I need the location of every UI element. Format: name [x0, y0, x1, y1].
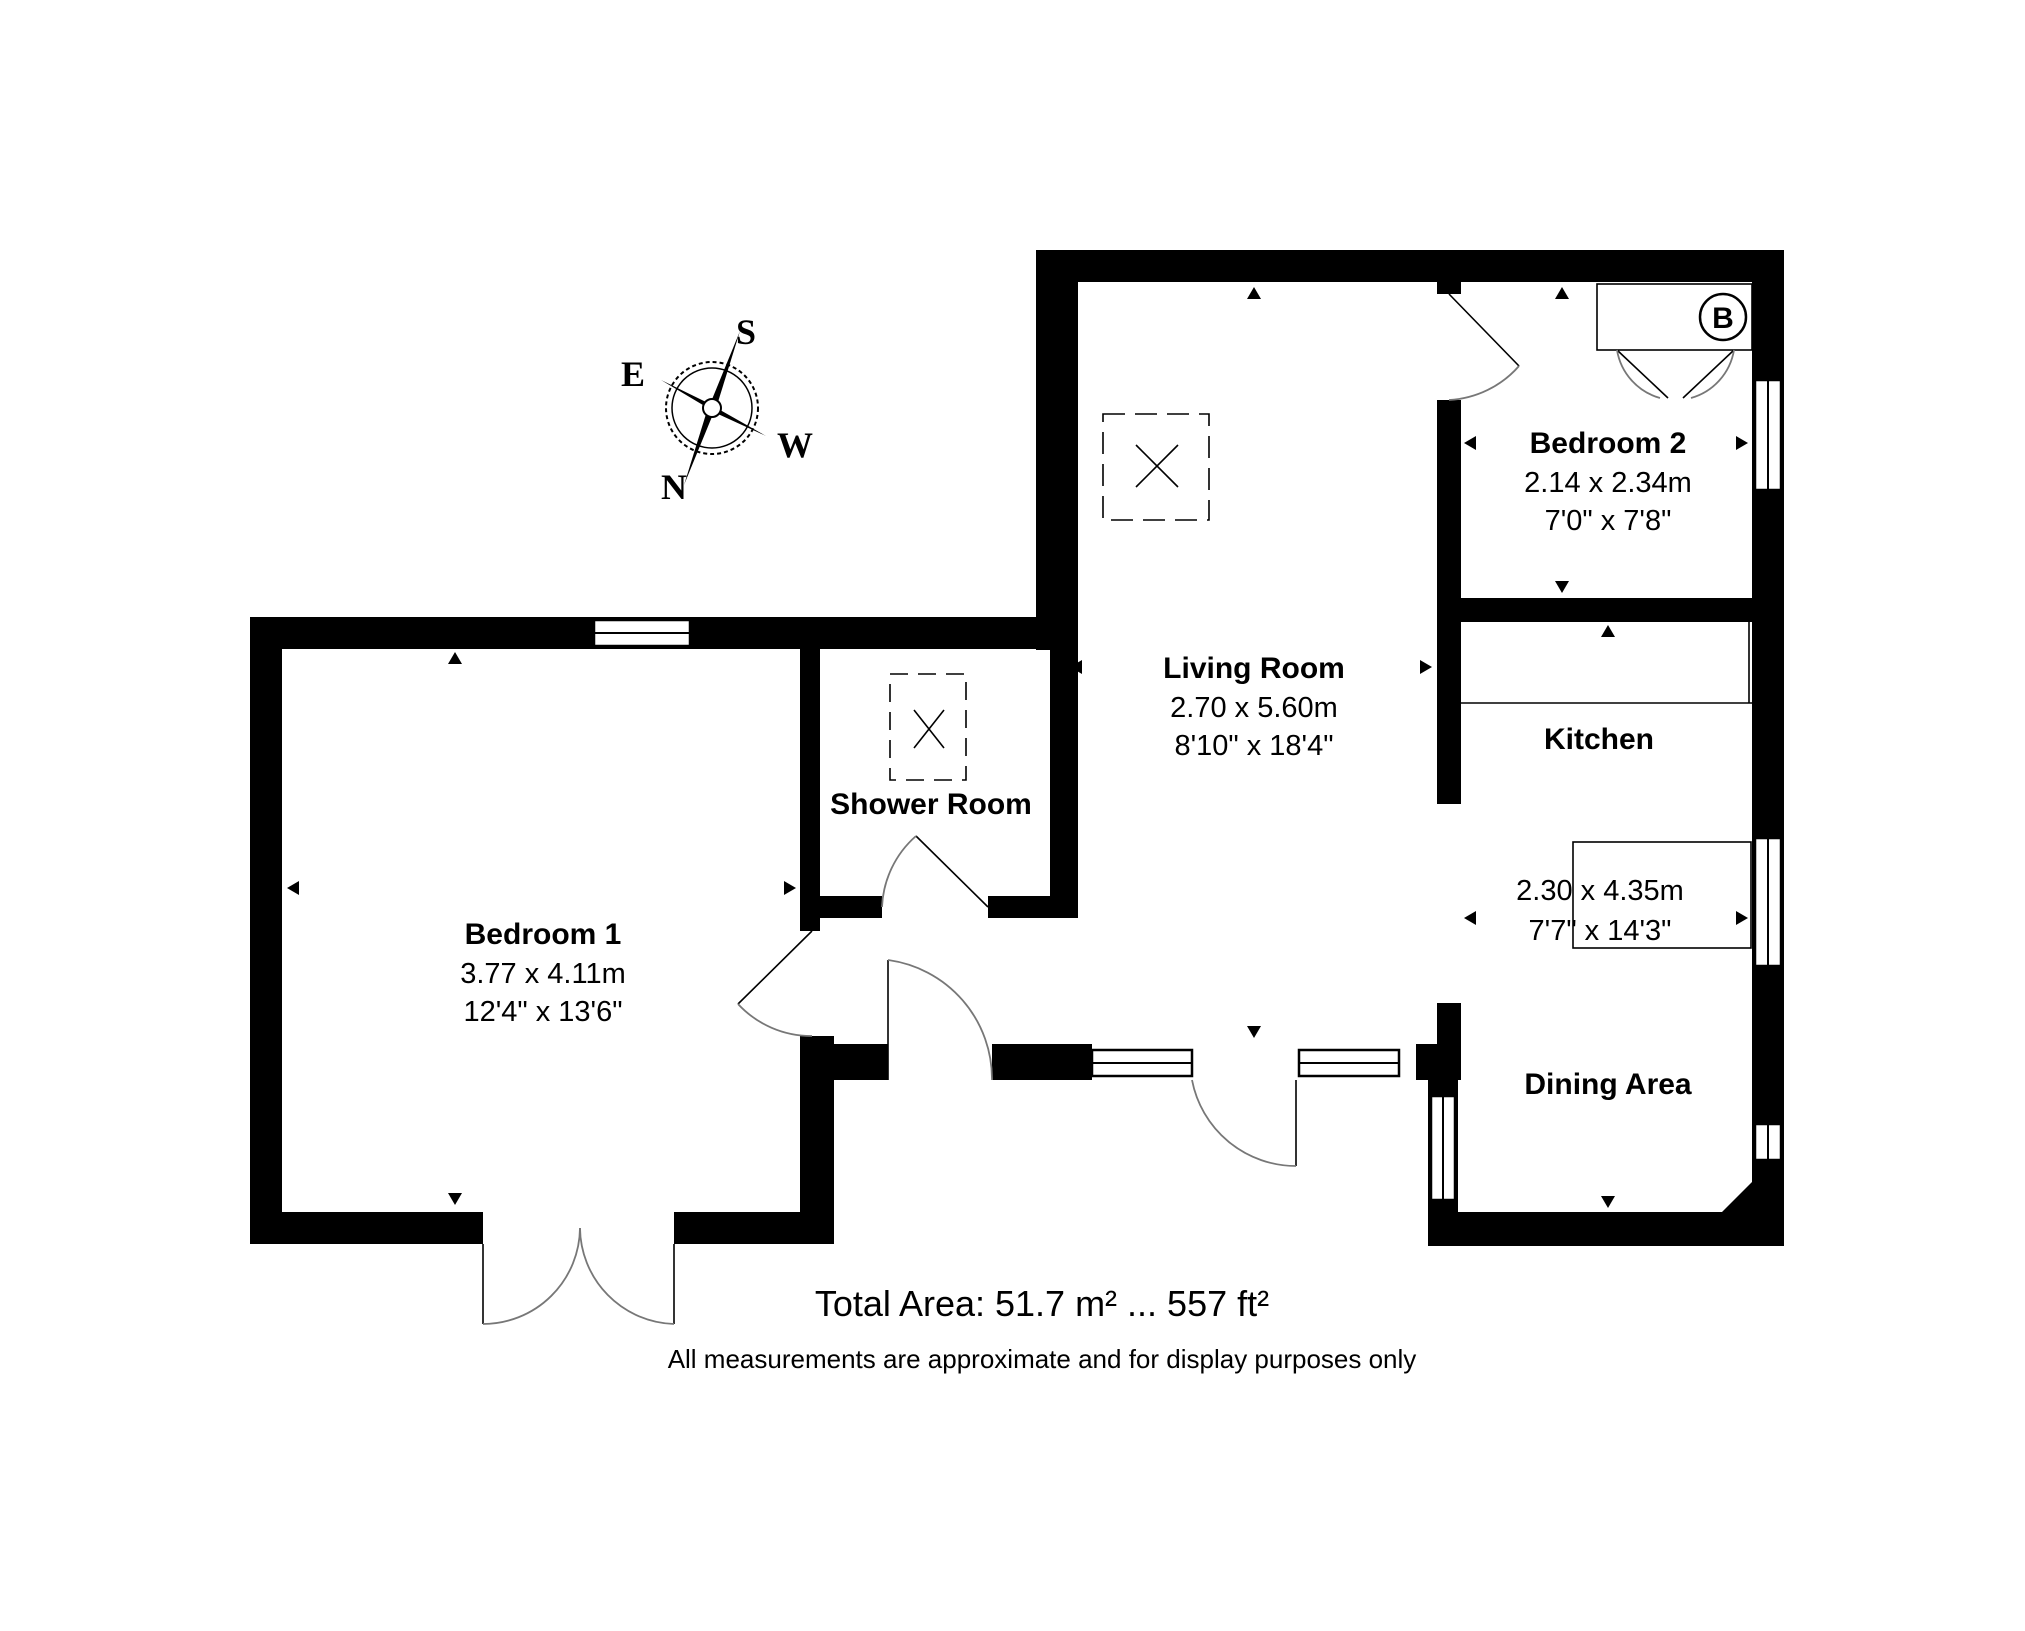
living-room-metric: 2.70 x 5.60m [1170, 692, 1338, 724]
compass-rose: S E W N [621, 312, 813, 507]
room-living: Living Room 2.70 x 5.60m 8'10" x 18'4" [1163, 652, 1345, 762]
boiler-icon [1698, 292, 1748, 342]
boiler-label: B [1712, 302, 1734, 335]
compass-north-label: N [661, 467, 687, 507]
bedroom-1-metric: 3.77 x 4.11m [460, 958, 626, 990]
kitchen-metric: 2.30 x 4.35m [1516, 875, 1684, 907]
room-bedroom-2: Bedroom 2 2.14 x 2.34m 7'0" x 7'8" [1524, 427, 1692, 537]
compass-south-label: S [736, 312, 756, 352]
bedroom-2-metric: 2.14 x 2.34m [1524, 467, 1692, 499]
compass-east-label: E [621, 354, 645, 394]
bedroom-1-imperial: 12'4" x 13'6" [463, 996, 622, 1028]
compass-west-label: W [777, 425, 813, 465]
doors [482, 293, 1520, 1325]
dining-area-name: Dining Area [1524, 1068, 1692, 1101]
kitchen-name: Kitchen [1544, 723, 1654, 756]
windows [592, 378, 1783, 1202]
bedroom-2-name: Bedroom 2 [1530, 427, 1687, 460]
total-area: Total Area: 51.7 m² ... 557 ft² [815, 1283, 1269, 1324]
bedroom-2-imperial: 7'0" x 7'8" [1545, 505, 1672, 537]
room-kitchen: Kitchen 2.30 x 4.35m 7'7" x 14'3" [1516, 723, 1684, 947]
room-bedroom-1: Bedroom 1 3.77 x 4.11m 12'4" x 13'6" [460, 918, 626, 1028]
living-room-name: Living Room [1163, 652, 1345, 685]
fixtures: B [889, 283, 1753, 949]
shower-room-name: Shower Room [830, 788, 1032, 821]
dimension-arrows [287, 287, 1748, 1208]
bedroom-1-name: Bedroom 1 [465, 918, 622, 951]
living-room-imperial: 8'10" x 18'4" [1174, 730, 1333, 762]
disclaimer: All measurements are approximate and for… [668, 1344, 1417, 1374]
kitchen-imperial: 7'7" x 14'3" [1529, 915, 1672, 947]
